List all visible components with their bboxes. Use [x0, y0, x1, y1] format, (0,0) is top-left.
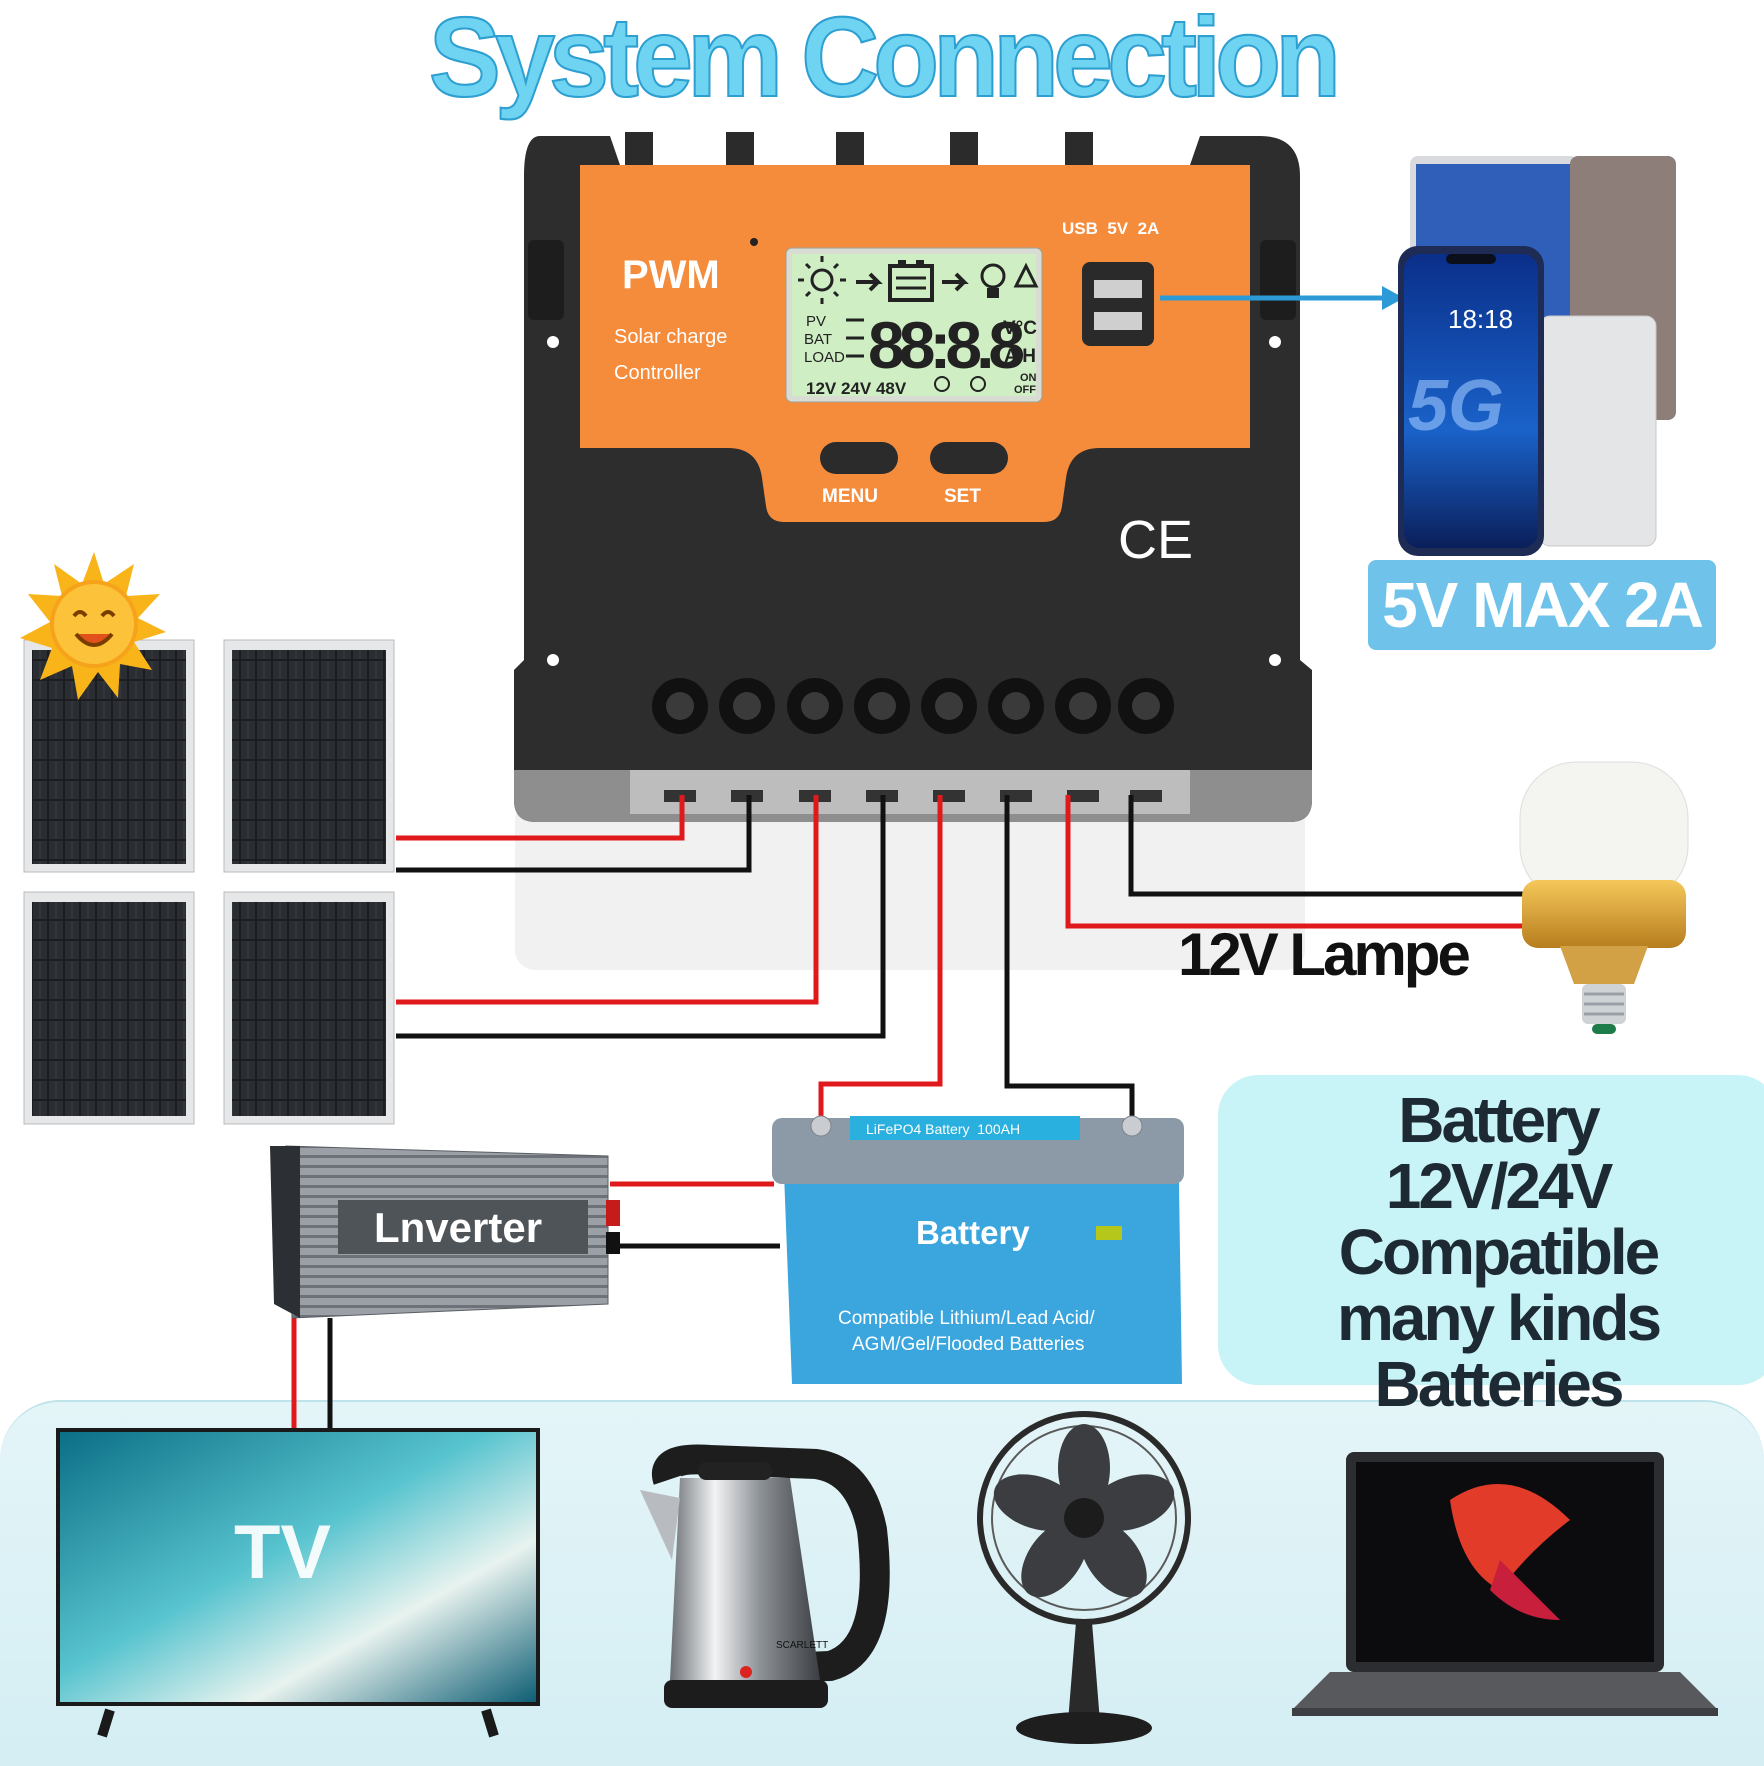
lcd-timer2-icon	[970, 376, 986, 392]
phone-5g-badge: 5G	[1408, 366, 1504, 446]
tv	[56, 1428, 540, 1738]
lcd-units-top: V°C	[1003, 318, 1037, 339]
set-button-label: SET	[944, 486, 981, 507]
solar-panels	[23, 639, 395, 1125]
lcd-bulb-icon	[980, 263, 1006, 298]
inverter	[270, 1145, 620, 1319]
battery-info-line3: Compatible	[1338, 1216, 1660, 1288]
page-title: System Connection	[428, 0, 1342, 121]
controller-brand: PWM	[622, 253, 720, 297]
battery-desc-2: AGM/Gel/Flooded Batteries	[852, 1334, 1084, 1355]
fan	[977, 1411, 1191, 1744]
lcd-units-bottom: A H	[1004, 346, 1036, 367]
lcd-pv-sun-icon	[798, 256, 846, 304]
lcd-row-pv: PV	[806, 313, 826, 330]
battery-info-line2: 12V/24V	[1385, 1150, 1614, 1222]
laptop	[1292, 1452, 1718, 1716]
usb-connection-arrow	[1160, 286, 1404, 310]
controller-subtitle-1: Solar charge	[614, 326, 727, 348]
kettle	[640, 1444, 890, 1708]
usb-output-badge: 5V MAX 2A	[1368, 560, 1716, 650]
battery	[772, 1115, 1184, 1384]
kettle-brand: SCARLETT	[776, 1640, 828, 1651]
battery-info-line1: Battery	[1398, 1084, 1601, 1156]
lcd-timer1-icon	[934, 376, 950, 392]
lamp-label: 12V Lampe	[1178, 921, 1471, 988]
inverter-label: Lnverter	[374, 1204, 542, 1251]
usb-ports[interactable]	[1082, 262, 1154, 346]
lcd-warning-icon	[1013, 262, 1039, 288]
phone-clock: 18:18	[1448, 304, 1513, 334]
controller-subtitle-2: Controller	[614, 362, 701, 384]
lcd-battery-icon	[888, 260, 934, 302]
solar-charge-controller: PV BAT LOAD 88:8.8 V°C A H 12V 24V 48V O…	[514, 132, 1312, 970]
battery-top-label: LiFePO4 Battery 100AH	[866, 1121, 1020, 1137]
wires	[291, 795, 1530, 1430]
usb-devices: 18:18 5G	[1398, 156, 1676, 556]
battery-info-line4: many kinds Batteries	[1336, 1282, 1662, 1420]
lcd-digits: 88:8.8	[868, 308, 1023, 382]
battery-label: Battery	[916, 1214, 1030, 1251]
lcd-row-bat: BAT	[804, 331, 832, 348]
ce-mark: CE	[1118, 510, 1193, 570]
menu-button-label: MENU	[822, 486, 878, 507]
battery-desc-1: Compatible Lithium/Lead Acid/	[838, 1308, 1095, 1329]
set-button[interactable]	[930, 442, 1008, 474]
usb-port-label: USB 5V 2A	[1062, 219, 1159, 238]
terminal-screws	[652, 678, 1174, 734]
battery-info-box: Battery 12V/24V Compatible many kinds Ba…	[1218, 1075, 1764, 1417]
lcd-off: OFF	[1014, 384, 1036, 396]
lcd-on: ON	[1020, 372, 1037, 384]
lcd-row-load: LOAD	[804, 349, 845, 366]
lcd-voltage-options: 12V 24V 48V	[806, 379, 907, 398]
tv-label: TV	[234, 1510, 331, 1595]
menu-button[interactable]	[820, 442, 898, 474]
sun-icon	[20, 552, 166, 700]
lamp-bulb	[1519, 761, 1689, 1034]
